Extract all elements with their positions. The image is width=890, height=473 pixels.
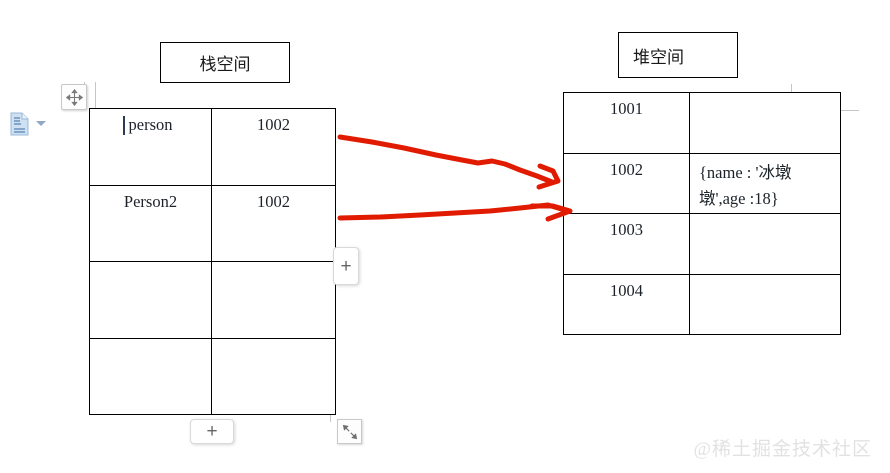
heap-address-text: 1002 — [610, 159, 643, 179]
resize-arrows-icon — [342, 424, 357, 439]
table-row[interactable]: 1001 — [563, 92, 841, 154]
stack-cell-address[interactable] — [211, 261, 336, 339]
text-caret — [123, 116, 125, 135]
guide-mark-left — [95, 82, 96, 109]
heap-address-text: 1004 — [610, 280, 643, 300]
watermark: @稀土掘金技术社区 — [693, 439, 872, 460]
move-arrows-icon — [65, 88, 83, 106]
heap-cell-address[interactable]: 1003 — [563, 213, 690, 275]
arrow-person-to-1002 — [337, 134, 561, 190]
table-resize-handle[interactable] — [337, 419, 362, 444]
heap-cell-value[interactable] — [689, 273, 841, 335]
guide-mark-bottom — [330, 414, 331, 422]
stack-title-label: 栈空间 — [199, 55, 251, 74]
paste-options-icon[interactable] — [10, 112, 30, 136]
stack-cell-name[interactable] — [89, 261, 212, 339]
stack-cell-address[interactable]: 1002 — [211, 108, 336, 186]
stack-cell-name[interactable]: Person2 — [89, 184, 212, 262]
add-row-button[interactable]: + — [190, 419, 234, 444]
table-row[interactable] — [89, 337, 336, 415]
chevron-down-icon[interactable] — [36, 121, 46, 126]
heap-cell-value[interactable] — [689, 92, 841, 154]
stack-cell-name[interactable]: person — [89, 108, 212, 186]
stack-name-text: Person2 — [123, 191, 178, 211]
stack-address-text: 1002 — [257, 115, 290, 134]
heap-cell-address[interactable]: 1001 — [563, 92, 690, 154]
arrow-person2-to-1002 — [337, 202, 573, 222]
heap-cell-address[interactable]: 1004 — [563, 273, 690, 335]
stack-address-text: 1002 — [257, 191, 290, 211]
heap-address-text: 1003 — [610, 220, 643, 239]
heap-title-box: 堆空间 — [618, 32, 738, 78]
heap-table[interactable]: 1001 1002 {name : '冰墩墩',age :18} 1003 — [563, 92, 841, 335]
add-column-label: + — [340, 255, 352, 277]
table-row[interactable]: 1003 — [563, 213, 841, 275]
stack-title-box: 栈空间 — [160, 42, 290, 83]
table-row[interactable]: Person2 1002 — [89, 184, 336, 262]
table-row[interactable] — [89, 261, 336, 339]
heap-cell-value[interactable]: {name : '冰墩墩',age :18} — [689, 152, 841, 214]
heap-cell-value[interactable] — [689, 213, 841, 275]
stack-table[interactable]: person 1002 Person2 1002 — [89, 108, 336, 415]
table-move-handle[interactable] — [61, 84, 87, 110]
heap-cell-address[interactable]: 1002 — [563, 152, 690, 214]
add-column-button[interactable]: + — [333, 247, 359, 285]
add-row-label: + — [206, 421, 218, 442]
heap-address-text: 1001 — [610, 99, 643, 118]
heap-title-label: 堆空间 — [633, 47, 684, 67]
stack-cell-name[interactable] — [89, 337, 212, 415]
heap-value-text: {name : '冰墩墩',age :18} — [699, 162, 792, 209]
table-row[interactable]: 1002 {name : '冰墩墩',age :18} — [563, 152, 841, 214]
table-row[interactable]: person 1002 — [89, 108, 336, 186]
stack-name-text: person — [128, 115, 173, 134]
stack-cell-address[interactable] — [211, 337, 336, 415]
table-row[interactable]: 1004 — [563, 273, 841, 335]
stack-cell-address[interactable]: 1002 — [211, 184, 336, 262]
